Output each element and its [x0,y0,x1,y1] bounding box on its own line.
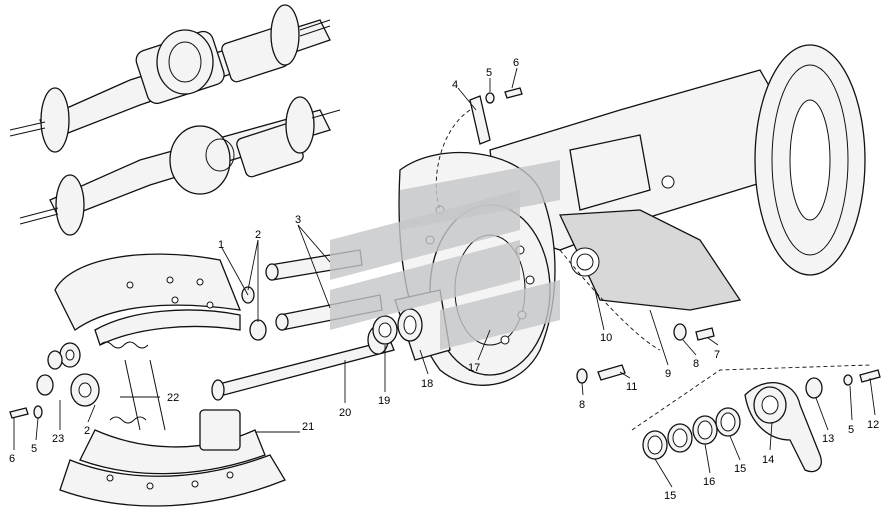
callout-9: 9 [665,368,671,380]
callout-6: 6 [513,57,519,69]
callout-7: 7 [714,349,720,361]
brake-camshaft [211,325,395,401]
callout-16: 16 [703,476,715,488]
callout-19: 19 [378,395,390,407]
anchor-plate-and-fasteners [435,87,523,211]
callout-2: 2 [84,425,90,437]
callout-13: 13 [822,433,834,445]
callout-12: 12 [867,419,879,431]
roller-and-washers-left [36,342,100,407]
callout-15: 15 [664,490,676,502]
axle-housing [489,44,866,311]
callout-8: 8 [693,358,699,370]
callout-5: 5 [486,67,492,79]
bolt-and-washer-left [9,405,43,419]
callout-15: 15 [734,463,746,475]
callout-22: 22 [167,392,179,404]
callout-21: 21 [302,421,314,433]
callout-11: 11 [626,381,637,393]
washers-right-of-shoe [241,286,267,341]
callout-20: 20 [339,407,351,419]
callout-labels: 1 2 3 4 5 6 20 19 18 17 10 9 8 7 8 11 12… [9,57,879,502]
callout-5: 5 [848,424,854,436]
callout-10: 10 [600,332,612,344]
callout-23: 23 [52,433,64,445]
callout-4: 4 [452,79,458,91]
brake-shoe-upper [54,253,242,346]
callout-18: 18 [421,378,433,390]
leader-lines [13,67,876,488]
callout-17: 17 [468,362,480,374]
callout-14: 14 [762,454,774,466]
callout-8: 8 [579,399,585,411]
callout-1: 1 [218,239,224,251]
seal-collar [372,315,398,345]
axle-assembly-thumbnail-upper [9,4,331,153]
callout-6: 6 [9,453,15,465]
bolts-and-washers-housing [559,249,715,384]
callout-5: 5 [31,443,37,455]
axle-assembly-thumbnail-lower [19,96,341,236]
slack-adjuster-assembly [631,364,881,473]
watermark-logo [330,160,560,350]
brake-shoe-lower [59,409,286,507]
callout-3: 3 [295,214,301,226]
return-springs [99,341,166,431]
callout-2: 2 [255,229,261,241]
